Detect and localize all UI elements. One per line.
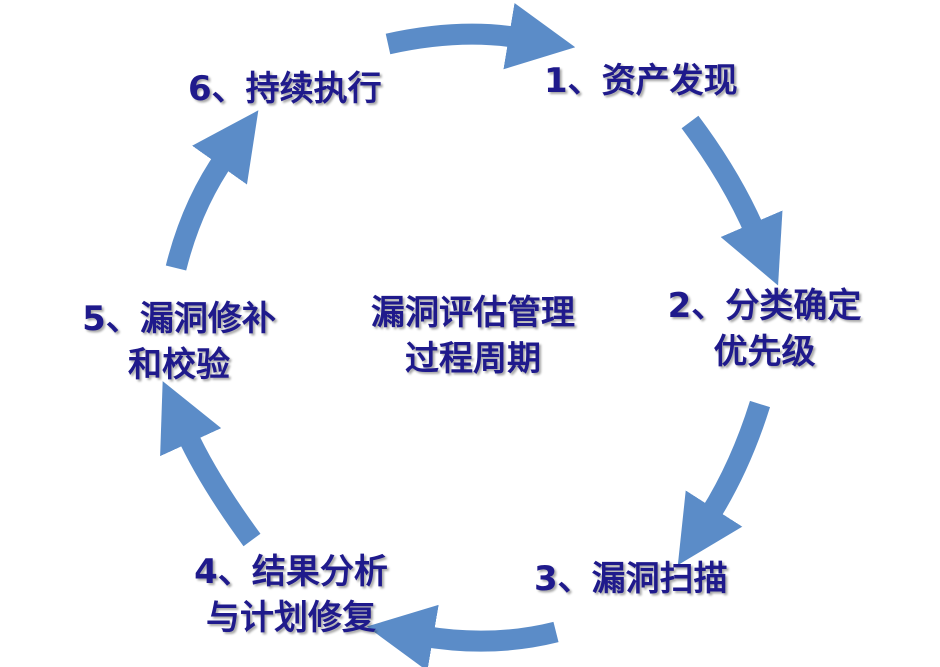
step-4-label: 4、结果分析 与计划修复 [186,549,396,641]
step-6-label: 6、持续执行 [188,66,382,112]
center-title-line2: 过程周期 [405,339,541,379]
step-5-label: 5、漏洞修补 和校验 [76,296,282,388]
arrow-3-to-4 [366,604,559,667]
step-6-line1: 6、持续执行 [188,69,382,109]
step-2-line1: 2、分类确定 [667,286,862,326]
arrow-1-to-2 [681,115,783,286]
step-1-line1: 1、资产发现 [544,61,738,101]
arrow-5-to-6 [165,110,259,271]
step-5-line1: 5、漏洞修补 [82,299,276,339]
step-1-label: 1、资产发现 [544,58,738,104]
step-4-line1: 4、结果分析 [194,552,388,592]
step-5-line2: 和校验 [128,345,230,385]
center-title: 漏洞评估管理 过程周期 [355,290,591,382]
arrow-2-to-3 [677,400,771,566]
arrow-6-to-1 [385,3,576,70]
arrow-4-to-5 [160,381,261,547]
center-title-line1: 漏洞评估管理 [371,293,575,333]
step-2-label: 2、分类确定 优先级 [662,283,867,375]
step-3-label: 3、漏洞扫描 [534,556,728,602]
step-2-line2: 优先级 [713,332,816,372]
step-3-line1: 3、漏洞扫描 [534,559,728,599]
step-4-line2: 与计划修复 [206,598,376,638]
